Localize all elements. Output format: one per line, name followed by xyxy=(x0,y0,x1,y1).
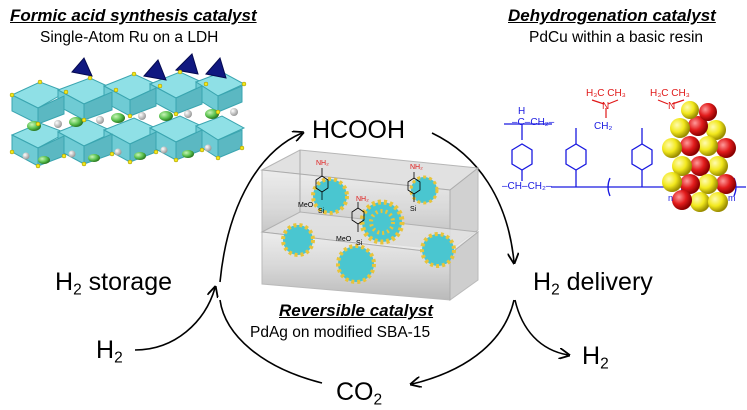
pdag-nanoparticles xyxy=(281,175,456,284)
graft-meo-2: MeO xyxy=(336,236,352,243)
graft-si-1: Si xyxy=(318,208,325,215)
h2-output-label: H2 xyxy=(582,342,609,373)
graft-nh2-1: NH₂ xyxy=(316,160,329,167)
interlayer-atoms xyxy=(22,108,238,164)
arrow-hcooh-to-delivery xyxy=(431,132,514,262)
hcooh-label: HCOOH xyxy=(312,116,406,144)
resin-h-top: H xyxy=(518,106,526,117)
ldh-layer-bottom xyxy=(10,115,246,167)
co2-label: CO2 xyxy=(336,378,383,409)
cycle-arrows xyxy=(134,132,568,384)
graft-nh2-3: NH₂ xyxy=(410,164,423,171)
right-panel-title: Dehydrogenation catalyst xyxy=(508,6,716,25)
center-panel-title: Reversible catalyst xyxy=(279,301,434,320)
resin-c-top: –C–CH₂– xyxy=(512,117,555,128)
arrow-storage-to-hcooh xyxy=(219,133,302,283)
ldh-structure-illustration xyxy=(9,53,247,169)
graft-meo-1: MeO xyxy=(298,202,314,209)
resin-index-m: m xyxy=(728,193,736,203)
left-panel-title: Formic acid synthesis catalyst xyxy=(10,6,257,25)
arrow-co2-to-storage xyxy=(219,299,323,384)
graft-si-2: Si xyxy=(356,240,363,247)
arrow-h2-out xyxy=(514,299,568,355)
h2-storage-label: H2 storage xyxy=(55,268,173,299)
arrow-co2-return xyxy=(412,382,420,384)
resin-amine-groups xyxy=(591,99,685,118)
graft-si-3: Si xyxy=(410,206,417,213)
sba15-illustration xyxy=(260,149,480,301)
right-panel-subtitle: PdCu within a basic resin xyxy=(529,29,704,46)
oxygen-vertices xyxy=(9,69,247,169)
amino-silane-grafts xyxy=(315,168,421,232)
h2-input-label: H2 xyxy=(96,336,123,367)
resin-dimethyl-right: H₃C CH₃ xyxy=(650,88,690,99)
graft-nh2-2: NH₂ xyxy=(356,196,369,203)
resin-amine-n-right: N xyxy=(668,101,676,112)
resin-ch2-label: CH₂ xyxy=(594,121,613,132)
pdcu-cluster xyxy=(662,101,736,212)
center-panel-subtitle: PdAg on modified SBA-15 xyxy=(250,324,431,341)
ru-single-atom-sites xyxy=(71,53,227,81)
left-panel-subtitle: Single-Atom Ru on a LDH xyxy=(40,29,219,46)
resin-amine-n-left: N xyxy=(602,101,610,112)
resin-chain-left: –CH–CH₂– xyxy=(502,181,552,192)
resin-index-n: n xyxy=(668,193,674,203)
resin-dimethyl-left: H₃C CH₃ xyxy=(586,88,626,99)
arrow-delivery-to-co2 xyxy=(419,299,515,383)
arrow-h2-in xyxy=(134,288,215,351)
h2-delivery-label: H2 delivery xyxy=(533,268,653,299)
